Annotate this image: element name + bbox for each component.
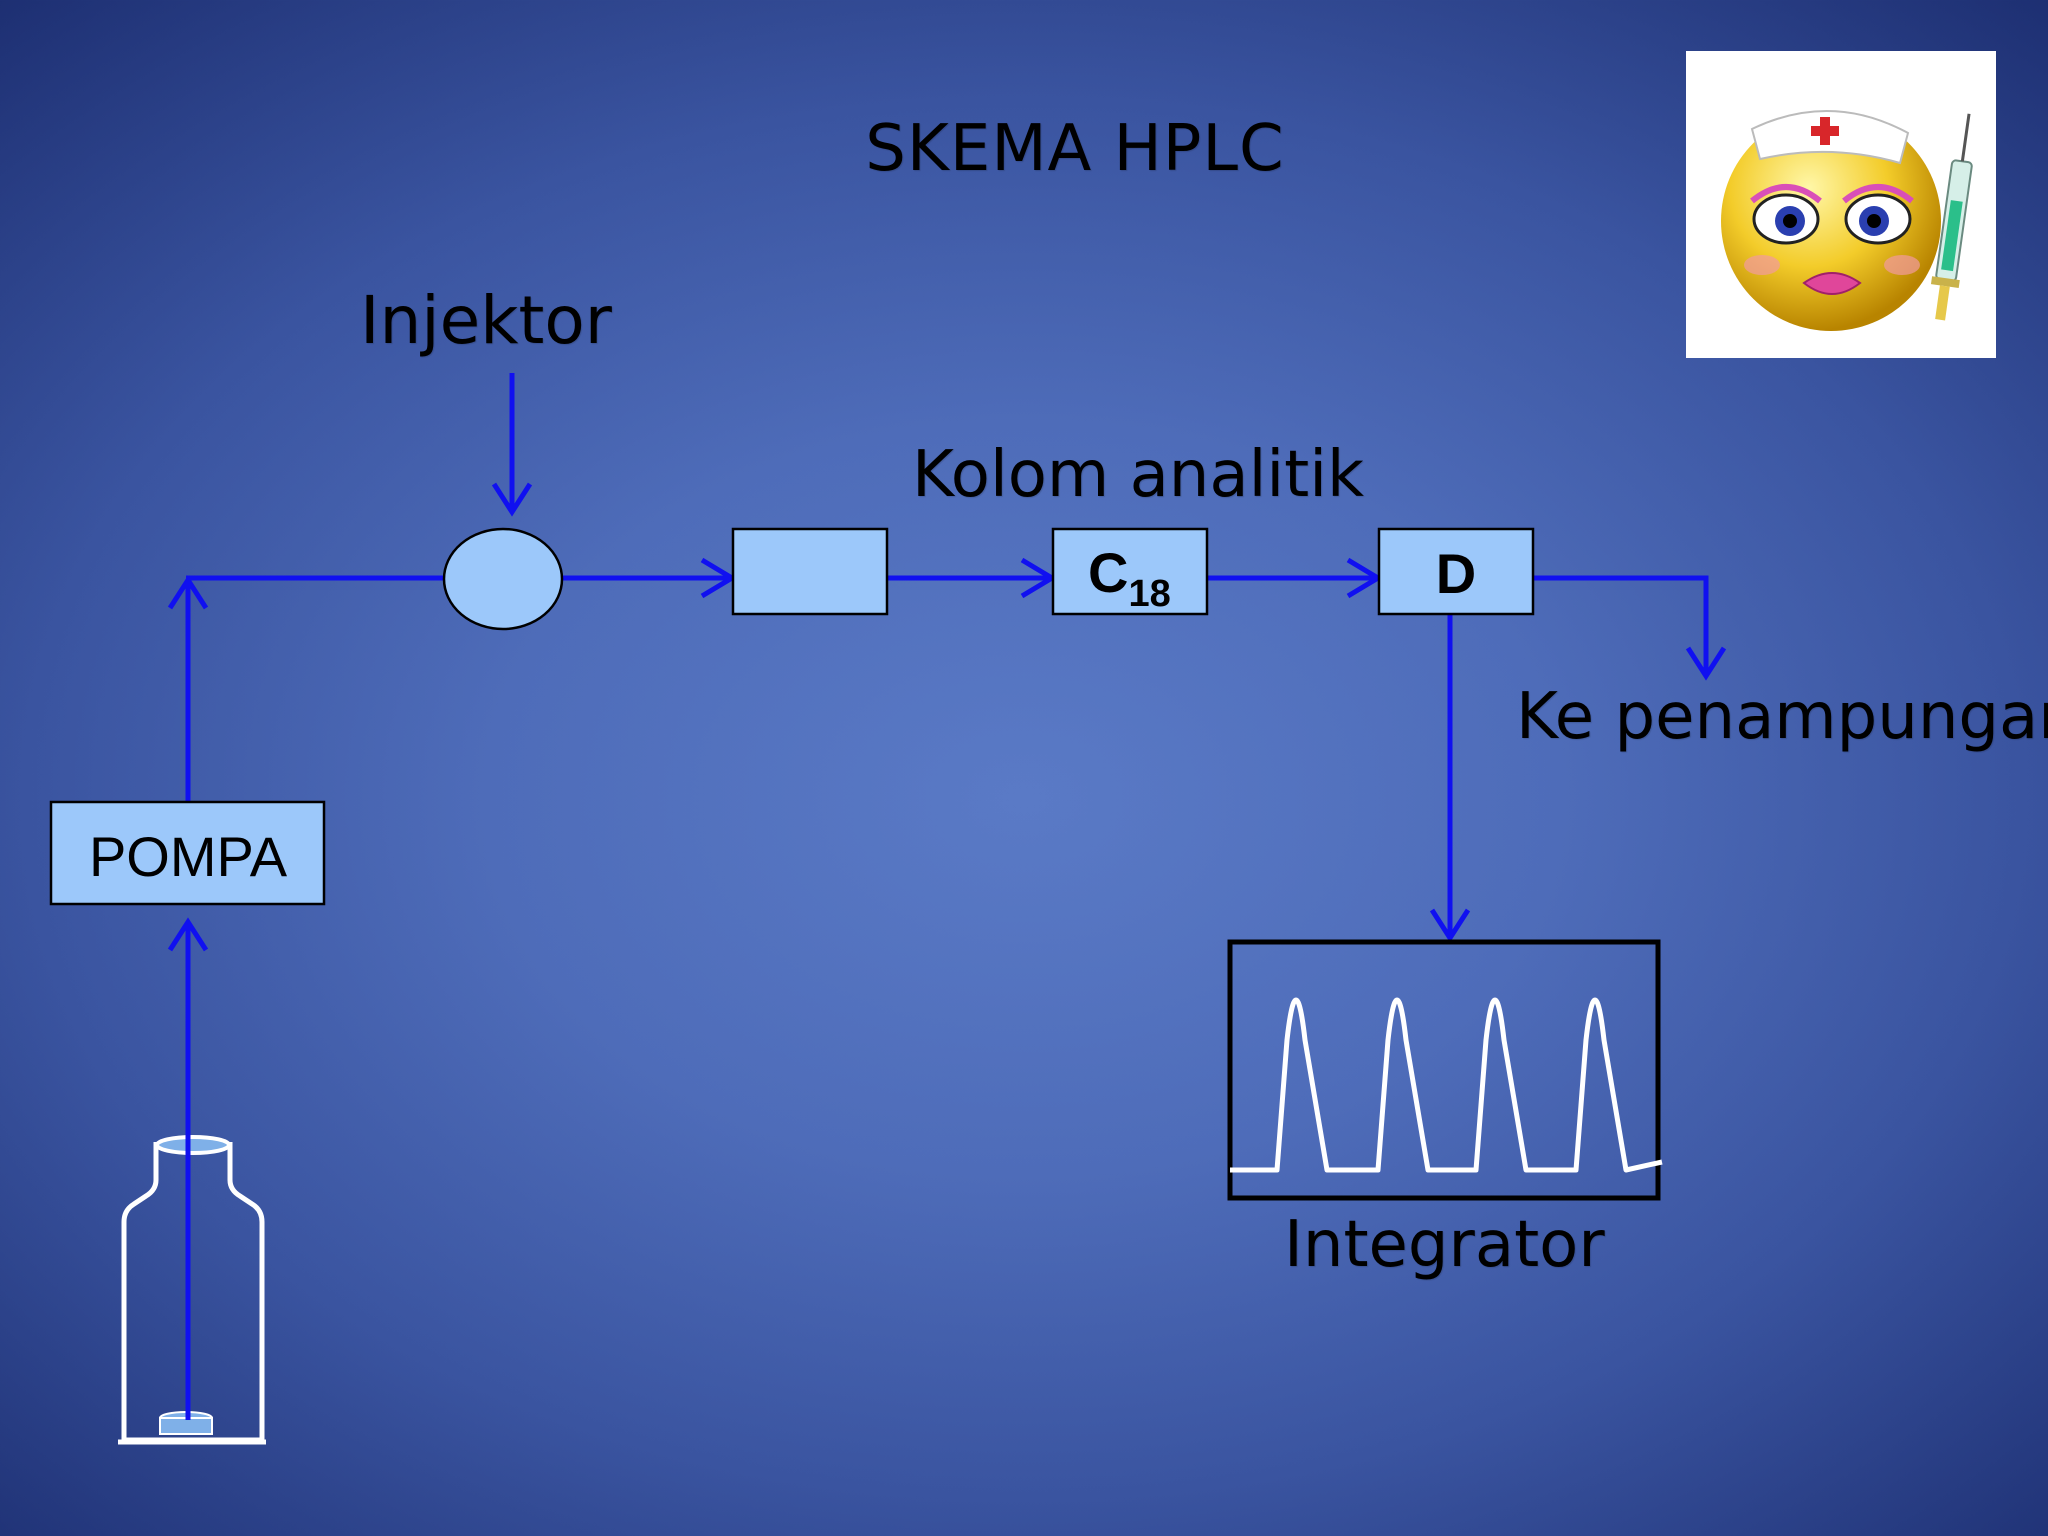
detector-box: D [1377, 527, 1535, 616]
detector-label: D [1436, 542, 1476, 605]
integrator-label: Integrator [1284, 1208, 1605, 1282]
pompa-box: POMPA [49, 800, 326, 906]
injektor-label: Injektor [360, 282, 612, 359]
guard-column-box [731, 527, 889, 616]
arrow-into-integrator [1429, 908, 1471, 943]
flow-lines [167, 373, 1727, 1420]
line-detector-to-waste [1532, 575, 1709, 676]
column-label: C18 [1088, 541, 1171, 615]
arrow-into-injector [491, 482, 533, 517]
arrow-to-waste [1685, 646, 1727, 681]
c18-column-box: C18 [1051, 527, 1209, 616]
nurse-smiley-with-syringe-icon [1686, 51, 1996, 358]
kolom-analitik-label: Kolom analitik [912, 438, 1365, 512]
chromatogram-trace [1230, 997, 1663, 1173]
slide-title: SKEMA HPLC [865, 112, 1285, 186]
injector-valve-icon [442, 527, 564, 631]
column-subscript: 18 [1128, 573, 1170, 615]
solvent-bottle-icon [118, 1135, 266, 1445]
integrator-box [1227, 939, 1663, 1201]
ke-penampungan-label: Ke penampungan [1516, 680, 2048, 754]
arrow-into-pump [167, 917, 209, 952]
pompa-label: POMPA [89, 825, 288, 888]
